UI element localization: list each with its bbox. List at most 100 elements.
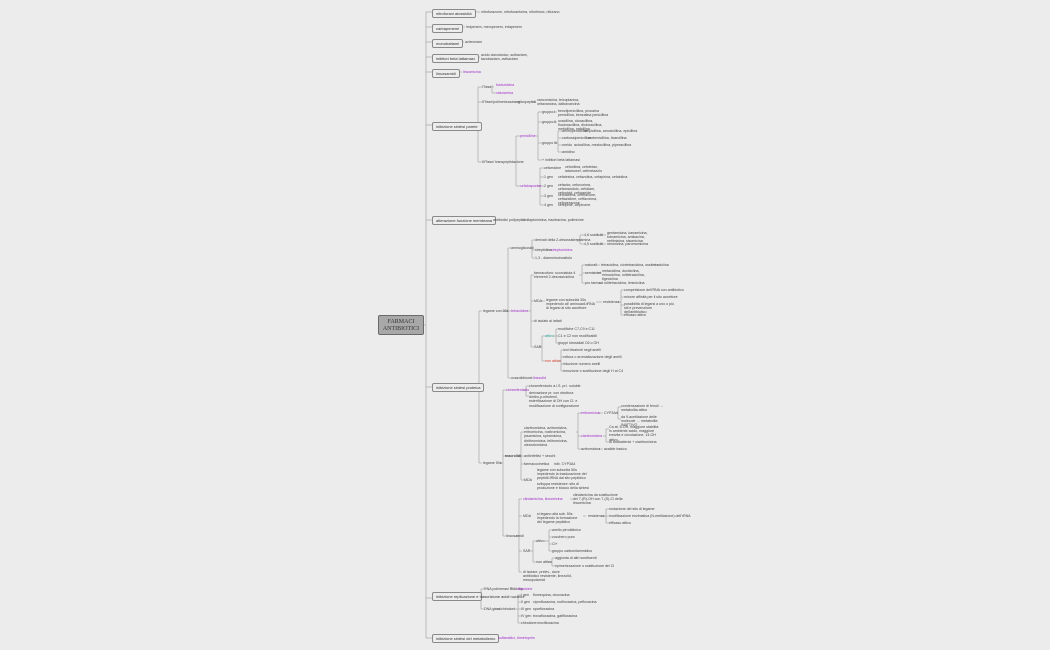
chinoloni-4gen-detail: trovafloxacina, gatifloxacina [533,614,578,618]
tetra-note: di isolato ai lattati [534,319,562,323]
node-inibitori-beta-lattamasi[interactable]: inibitori beta lattamasi [432,54,479,63]
node-monobattami[interactable]: monobattami [432,39,464,48]
tetra-res-2: minore affinità per il sito accettore [624,295,678,299]
chinoloni-2gen-detail: ciprofloxacina, norfloxacina, pefloxacin… [533,600,597,604]
penicilline: penicilline [520,134,536,138]
lincosamidi-resistenza: resistenza [588,514,605,518]
cef-2gen: 2 gen [544,184,553,188]
tetra-mda: MDA [534,299,542,303]
carbapenemi-detail: imipenem, meropenem, ertapenem [466,25,522,29]
eritromicina-cyp: CYP3A4 [604,411,618,415]
tetracicline: tetracicline [511,309,529,313]
fosfomicina: fosfomicina [496,83,515,87]
cefalosporine: cefalosporine [520,184,542,188]
legame-30s: legame con 30s [483,309,509,313]
claritromicina: claritromicina [581,434,603,438]
gruppo3-label: gruppo III [542,141,558,145]
node-inibizione-metabolismo[interactable]: inibizione sintesi del metabolismo [432,634,500,643]
eritromicina: eritromicina [581,411,600,415]
tetra-semisintetiche-detail: metaciclina, doxiciclina, minociclina, r… [602,269,645,282]
root-title-line1: FARMACI [387,319,415,325]
tetra-sar: SAR [534,345,542,349]
glicopeptidi: glicopeptidi [518,100,536,104]
tetra-attivo: attivo [545,334,554,338]
aminopenicilline: aminopenicilline [562,129,588,133]
45-sostituiti: 4,5 sostituiti [584,242,603,246]
fase3-label: III°fase/ transpeptidazione [482,160,524,164]
eritromicina-1: condensazione di fenoli → metabolita att… [621,404,664,413]
tetra-naturali-detail: tetraciclina, clortetraciclina, ossitetr… [601,263,669,267]
claritromicina-2: di antibatterici + claritromicina [609,440,657,444]
cefamicine: cefamicine [544,166,562,170]
glicopeptidi-detail: vancomicina, teicoplanina, oritavancina,… [537,98,580,107]
metabolismo-detail: sulfamidici, trimetoprim [498,636,535,640]
46-sostituiti: 4,6 sostituiti [584,233,603,237]
gruppo2-label: gruppo II [542,120,557,124]
lincosamidi-res-3: efflusso attivo [609,521,631,525]
tetra-res-4: efflusso attivo [624,313,646,317]
45-sostituiti-detail: neomicina, paromomicina [607,242,648,246]
node-inibizione-sintesi-parete[interactable]: inibizione sintesi parete [432,122,482,131]
nitrofurani-detail: nitrofurazone, nitrofurantoina, nifurtim… [481,10,560,14]
azitromicina: azitromicina [581,447,601,451]
tetra-res-3: possibilità di legarsi a uno o più siti … [624,302,674,315]
dna-girasi: DNA girasi [484,607,501,611]
chinoloni-3gen-detail: sparfloxacina [533,607,555,611]
macrolidi-mda-1: legame con subunità 50s impedendo la tra… [537,468,587,481]
fase1-label: I°fase [482,85,492,89]
lincosamidi-attivo: attivo [536,539,545,543]
lincosamidi-non-attivo-1: aggiunta di altri sostituenti [555,556,597,560]
antiinfettivi: antiinfettivi + secchi [524,454,556,458]
cef-1gen-detail: cefalexina, cefazolina, cefapirina, cefa… [558,175,628,179]
gruppo1-detail: benzilpenicillina, procaina penicillina,… [558,109,609,118]
tetra-naturali: naturali [585,263,597,267]
lincosamidi-sar: SAR [523,549,531,553]
node-inibizione-acidi-nucleici[interactable]: inibizione replicazione e trascrizione a… [432,592,524,601]
root-title-line2: ANTIBIOTICI [382,326,420,332]
lincosamidi-attivo-2: zucchero puro [552,535,575,539]
lincosamidi-attivo-3: Cl+ [552,542,558,546]
gruppo2-detail: oxacillina, cloxacillina, flucloxacillin… [558,119,603,132]
tetra-attivo-1: modifiche C7,C9 e C11 [558,327,595,331]
claritromicina-1: Ca at. 6-OH, maggiore stabilità in ambie… [609,425,659,442]
chinoloni-extra: chinolone: [521,621,538,625]
node-lincosamidi[interactable]: lincosamidi [432,69,460,78]
macrolidi: macrolidi [505,454,521,458]
polipeptidici-detail: daptomicina, bacitracina, polimixine [527,218,584,222]
lincosamidi-mda: MDA [523,514,531,518]
eritromicina-2: da 9-acetilazione delle molecole → metab… [621,415,658,428]
tetra-non-attivo-3: riduzione numero anelli [563,362,601,366]
farmacocinetica-detail: inib. CYP3A4 [554,462,576,466]
amidino: amidino [562,150,575,154]
root-node[interactable]: FARMACI ANTIBIOTICI [378,315,424,335]
cef-2gen-detail: cefaclor, cefuroxima, cefamandolo, cefot… [558,183,596,196]
aminoglicosidi: aminoglicosidi [511,246,534,250]
ureido: ureido [562,143,572,147]
chinoloni-1gen: I gen [521,593,529,597]
legame-50s: legame 50s [483,461,502,465]
clindamicina-lincomicina: clindamicina, lincomicina [523,497,563,501]
tetra-non-attivo-1: ioni bivalenti negli anelli [563,348,601,352]
rifamicine: rifamicine [517,587,533,591]
node-alterazione-membrana[interactable]: alterazione funzione membrana [432,216,497,225]
farmacoforo: farmacoforo: scorciatoia 4 elementi 2-de… [534,271,576,280]
fase2-label: II°fase/polimerizzazione [482,100,520,104]
tetra-attivo-3: gruppi idrossilati C6 o OH [558,341,599,345]
node-carbapenemi[interactable]: carbapenemi [432,24,464,33]
tetra-res-1: competizione dell'RNA con antibiotico [624,288,684,292]
node-nitrofurani[interactable]: nitrofurani atossicità [432,9,476,18]
oxazolidinoni: oxazolidinoni [511,376,532,380]
ureido-detail: azlocillina, mezlocillina, piperacillina [574,143,632,147]
chinoloni-2gen: II gen [521,600,530,604]
lincosamidi-note: di isolare, prelev., dove antibiotico re… [523,570,572,583]
46-sostituiti-detail: gentamicina, kanamicina, tobramicina, am… [607,231,648,244]
cef-3gen: 3 gen [544,194,553,198]
tetra-attivo-2: C1 e C2 non modificabili [558,334,597,338]
tetra-non-attivo-4: rimozione o sostituzione degli H al C4 [563,369,624,373]
cicloserina: cicloserina [496,91,513,95]
lincosamidi-mda-desc: si legano alla sub. 50s impedendo la for… [537,512,578,525]
streptomicina: streptomicina [551,248,573,252]
tetra-resistenza: resistenza [603,300,620,304]
node-inibizione-sintesi-proteica[interactable]: inibizione sintesi proteica [432,383,485,392]
